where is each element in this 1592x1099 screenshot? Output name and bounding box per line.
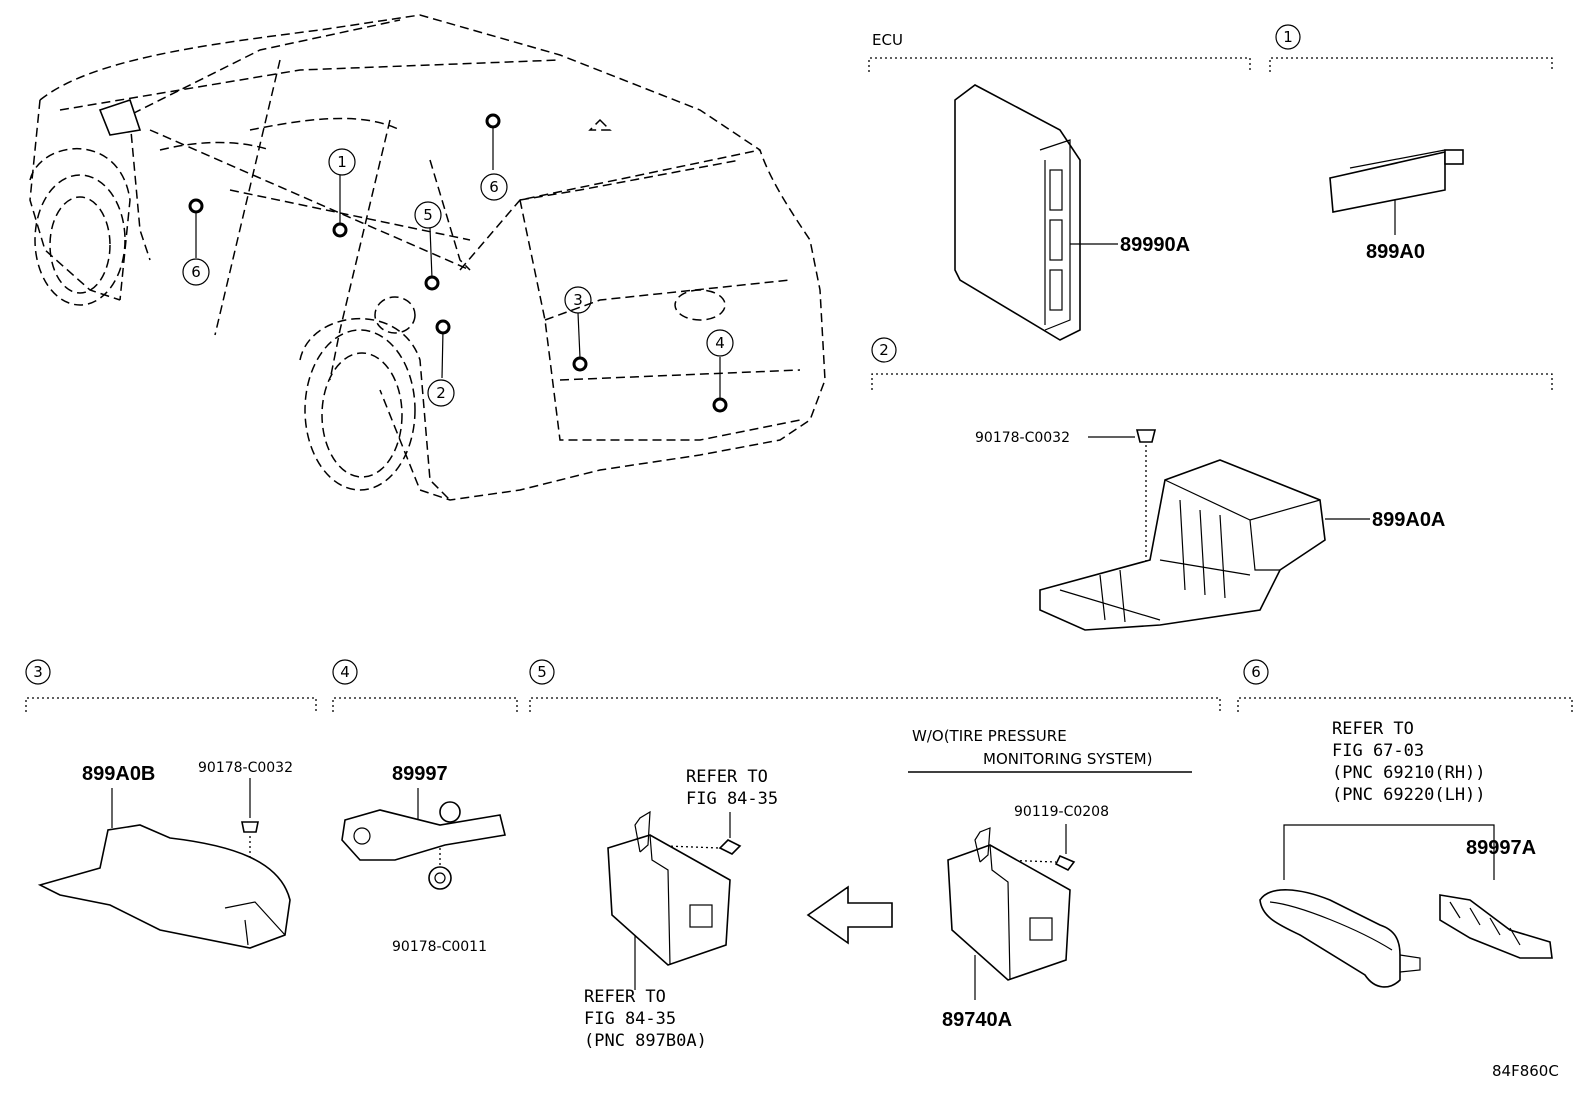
wo-tpms-line1: W/O(TIRE PRESSURE: [912, 727, 1067, 745]
svg-text:3: 3: [33, 663, 43, 681]
svg-text:2: 2: [879, 341, 889, 359]
svg-text:3: 3: [573, 291, 583, 309]
part-899A0: 899A0: [1366, 241, 1425, 263]
section-3: 3 899A0B 90178-C0032: [25, 659, 317, 949]
svg-text:5: 5: [423, 206, 433, 224]
svg-text:6: 6: [191, 263, 201, 281]
section-4: 4 89997 90178-C0011: [332, 659, 518, 955]
refer-to-a-line2: FIG 84-35: [686, 789, 778, 809]
refer-to-c-line1: REFER TO: [1332, 719, 1414, 739]
car-callout-1: 1: [328, 148, 356, 176]
car-callout-4: 4: [706, 329, 734, 357]
fastener-90178-C0032-b: 90178-C0032: [198, 760, 293, 776]
section-6: 6 REFER TO FIG 67-03 (PNC 69210(RH)) (PN…: [1237, 659, 1573, 988]
svg-text:4: 4: [340, 663, 350, 681]
car-callout-5: 5: [414, 201, 442, 229]
part-89997: 89997: [392, 763, 448, 785]
figure-code: 84F860C: [1492, 1062, 1559, 1080]
part-89990A: 89990A: [1120, 234, 1190, 256]
refer-to-c-line3: (PNC 69210(RH)): [1332, 763, 1486, 783]
car-callout-6-rear: 6: [480, 173, 508, 201]
section-1: 1 899A0: [1269, 24, 1553, 263]
svg-text:5: 5: [537, 663, 547, 681]
svg-text:6: 6: [489, 178, 499, 196]
section-2: 2 90178-C0032 899A0A: [871, 337, 1553, 631]
refer-to-b-line1: REFER TO: [584, 987, 666, 1007]
car-callout-6-front: 6: [182, 258, 210, 286]
svg-text:1: 1: [337, 153, 347, 171]
part-89740A: 89740A: [942, 1009, 1012, 1031]
refer-to-b-line3: (PNC 897B0A): [584, 1031, 707, 1051]
refer-to-b-line2: FIG 84-35: [584, 1009, 676, 1029]
section-5: 5 REFER TO FIG 84-35 REFER TO FIG 84-35 …: [529, 659, 1221, 1051]
car-callout-3: 3: [564, 286, 592, 314]
arrow-left-icon: [806, 885, 893, 945]
svg-text:4: 4: [715, 334, 725, 352]
refer-to-c-line2: FIG 67-03: [1332, 741, 1424, 761]
section-ecu-label: ECU: [872, 31, 903, 49]
refer-to-a-line1: REFER TO: [686, 767, 768, 787]
refer-to-c-line4: (PNC 69220(LH)): [1332, 785, 1486, 805]
wo-tpms-line2: MONITORING SYSTEM): [983, 750, 1152, 768]
part-899A0B: 899A0B: [82, 763, 155, 785]
fastener-90119-C0208: 90119-C0208: [1014, 804, 1109, 820]
section-ecu: ECU 89990A: [868, 31, 1251, 341]
svg-text:6: 6: [1251, 663, 1261, 681]
part-899A0A: 899A0A: [1372, 509, 1445, 531]
part-89997A: 89997A: [1466, 837, 1536, 859]
svg-text:2: 2: [436, 384, 446, 402]
fastener-90178-C0011: 90178-C0011: [392, 939, 487, 955]
svg-text:1: 1: [1283, 28, 1293, 46]
car-callout-2: 2: [427, 379, 455, 407]
fastener-90178-C0032-a: 90178-C0032: [975, 430, 1070, 446]
vehicle-illustration: 1 5 6 3 4 2 6: [29, 14, 826, 501]
